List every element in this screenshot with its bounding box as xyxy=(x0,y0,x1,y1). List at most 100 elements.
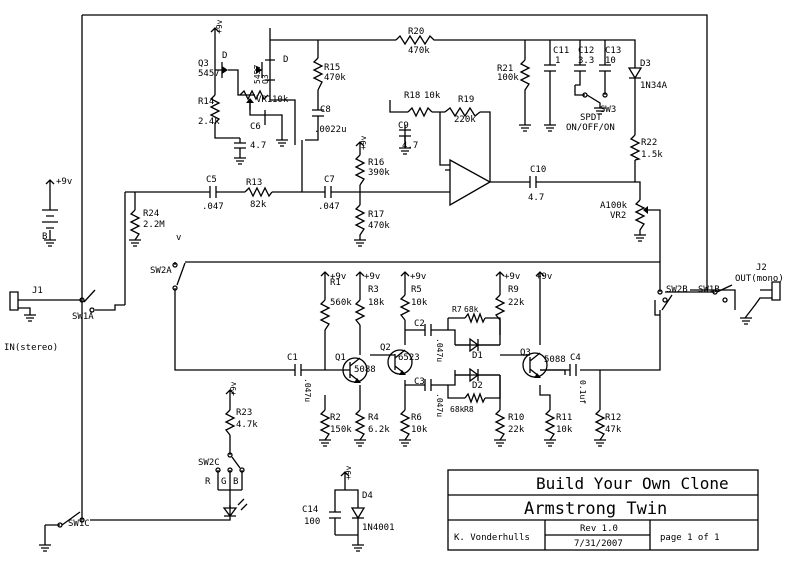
label-r23-ref: R23 xyxy=(236,408,252,418)
label-c2-ref: C2 xyxy=(414,319,425,329)
label-q3b-ref: Q3 xyxy=(261,74,270,84)
resistor-r19 xyxy=(444,106,481,118)
label-plus9v-c14: +9v xyxy=(344,465,353,480)
label-sw1a: SW1A xyxy=(72,312,94,322)
label-c8-ref: C8 xyxy=(320,105,331,115)
resistor-r1 xyxy=(319,299,331,331)
label-c14-val: 100 xyxy=(304,517,320,527)
label-c13-val: 10 xyxy=(605,56,616,66)
label-c1-val: .047u xyxy=(303,378,312,402)
label-plus9v-q3: +9v xyxy=(536,272,552,282)
label-q3-ref: Q3 xyxy=(520,348,531,358)
label-c13-ref: C13 xyxy=(605,46,621,56)
resistor-r7 xyxy=(464,312,486,324)
component-labels: R20 470k R15 470k Q3 5457 D D 5457 Q3 R1… xyxy=(143,27,668,533)
resistor-vr1 xyxy=(239,89,269,110)
label-r22-ref: R22 xyxy=(641,138,657,148)
label-c1-ref: C1 xyxy=(287,353,298,363)
label-r11-ref: R11 xyxy=(556,413,572,423)
resistor-r4 xyxy=(354,409,366,441)
label-c8-val: .0022u xyxy=(314,125,347,135)
label-r23-val: 4.7k xyxy=(236,420,258,430)
switch-sw2c xyxy=(215,452,245,473)
label-d4-ref: D4 xyxy=(362,491,373,501)
label-sw1b: SW1B xyxy=(698,285,720,295)
resistor-r23 xyxy=(224,409,236,436)
label-plus9v-r9: +9v xyxy=(504,272,520,282)
wires xyxy=(30,14,736,545)
capacitor-c11 xyxy=(544,64,556,125)
capacitor-c1 xyxy=(294,364,305,376)
label-q3b-val: 5457 xyxy=(253,65,262,84)
resistor-r24 xyxy=(129,209,141,241)
capacitor-c12 xyxy=(574,64,586,86)
label-c4-val: 0.1uf xyxy=(578,380,587,404)
resistor-r2 xyxy=(319,409,331,441)
capacitor-c10 xyxy=(529,176,542,188)
label-r3-val: 18k xyxy=(368,298,385,308)
label-r6-ref: R6 xyxy=(411,413,422,423)
label-c5-ref: C5 xyxy=(206,175,217,185)
supply-arrows xyxy=(45,27,545,480)
label-r14-ref: R14 xyxy=(198,97,214,107)
capacitor-c7 xyxy=(324,186,337,198)
label-c6-val: 4.7 xyxy=(250,141,266,151)
label-c6-ref: C6 xyxy=(250,122,261,132)
label-c2-val: .047u xyxy=(435,338,444,362)
label-c9-ref: C9 xyxy=(398,121,409,131)
label-r12-val: 47k xyxy=(605,425,622,435)
title-block-date: 7/31/2007 xyxy=(574,539,623,549)
label-c11-val: 1 xyxy=(555,56,560,66)
label-spdt: SPDT xyxy=(580,113,602,123)
title-block: Build Your Own Clone Armstrong Twin K. V… xyxy=(447,469,759,551)
resistor-r21 xyxy=(519,59,531,125)
title-block-author: K. Vonderhulls xyxy=(454,533,530,543)
transistor-q3 xyxy=(522,352,548,378)
label-r9-ref: R9 xyxy=(508,285,519,295)
label-r13-ref: R13 xyxy=(246,178,262,188)
label-plus9v-r1: +9v xyxy=(330,272,346,282)
resistor-r8 xyxy=(464,392,486,404)
switch-sw1a xyxy=(79,289,96,313)
label-in-stereo: IN(stereo) xyxy=(4,343,58,353)
capacitor-c14 xyxy=(329,511,341,522)
label-r7-val: 68k xyxy=(464,305,479,314)
output-jack xyxy=(744,281,781,319)
label-c14-ref: C14 xyxy=(302,505,318,515)
switch-labels: J1 IN(stereo) J2 OUT(mono) SW1A SW1B SW1… xyxy=(4,263,784,529)
title-block-title: Build Your Own Clone xyxy=(536,474,729,493)
resistor-vr2 xyxy=(634,199,661,262)
capacitor-c8 xyxy=(312,109,324,125)
label-r19-ref: R19 xyxy=(458,95,474,105)
capacitor-c6 xyxy=(234,138,246,158)
label-c10-ref: C10 xyxy=(530,165,546,175)
jfet-q3b xyxy=(255,59,275,81)
label-c12-ref: C12 xyxy=(578,46,594,56)
label-d1-ref: D1 xyxy=(472,351,483,361)
label-q2-ref: Q2 xyxy=(380,343,391,353)
label-r2-val: 150k xyxy=(330,425,352,435)
label-d3-val: 1N34A xyxy=(640,81,668,91)
resistor-r9 xyxy=(494,294,506,321)
label-c5-val: .047 xyxy=(202,202,224,212)
label-r14-val: 2.4k xyxy=(198,117,220,127)
label-r5-val: 10k xyxy=(411,298,428,308)
diode-d4 xyxy=(350,505,366,520)
label-sw2c-b: B xyxy=(233,477,238,487)
resistor-r10 xyxy=(494,409,506,441)
label-q3a-val: 5457 xyxy=(198,69,220,79)
label-r24-val: 2.2M xyxy=(143,220,165,230)
label-r7-ref: R7 xyxy=(452,305,462,314)
resistor-r20 xyxy=(395,34,438,46)
capacitor-c13 xyxy=(599,64,611,85)
capacitor-c9 xyxy=(399,129,411,148)
diode-d1 xyxy=(455,337,500,353)
label-batt-b: B xyxy=(42,232,47,242)
label-r4-val: 6.2k xyxy=(368,425,390,435)
resistor-r6 xyxy=(399,409,411,441)
label-plus9v-2: +9v xyxy=(359,135,368,150)
label-r21-val: 100k xyxy=(497,73,519,83)
switch-sw2b xyxy=(654,289,673,316)
resistor-r15 xyxy=(312,57,324,91)
label-r18-ref: R18 xyxy=(404,91,420,101)
